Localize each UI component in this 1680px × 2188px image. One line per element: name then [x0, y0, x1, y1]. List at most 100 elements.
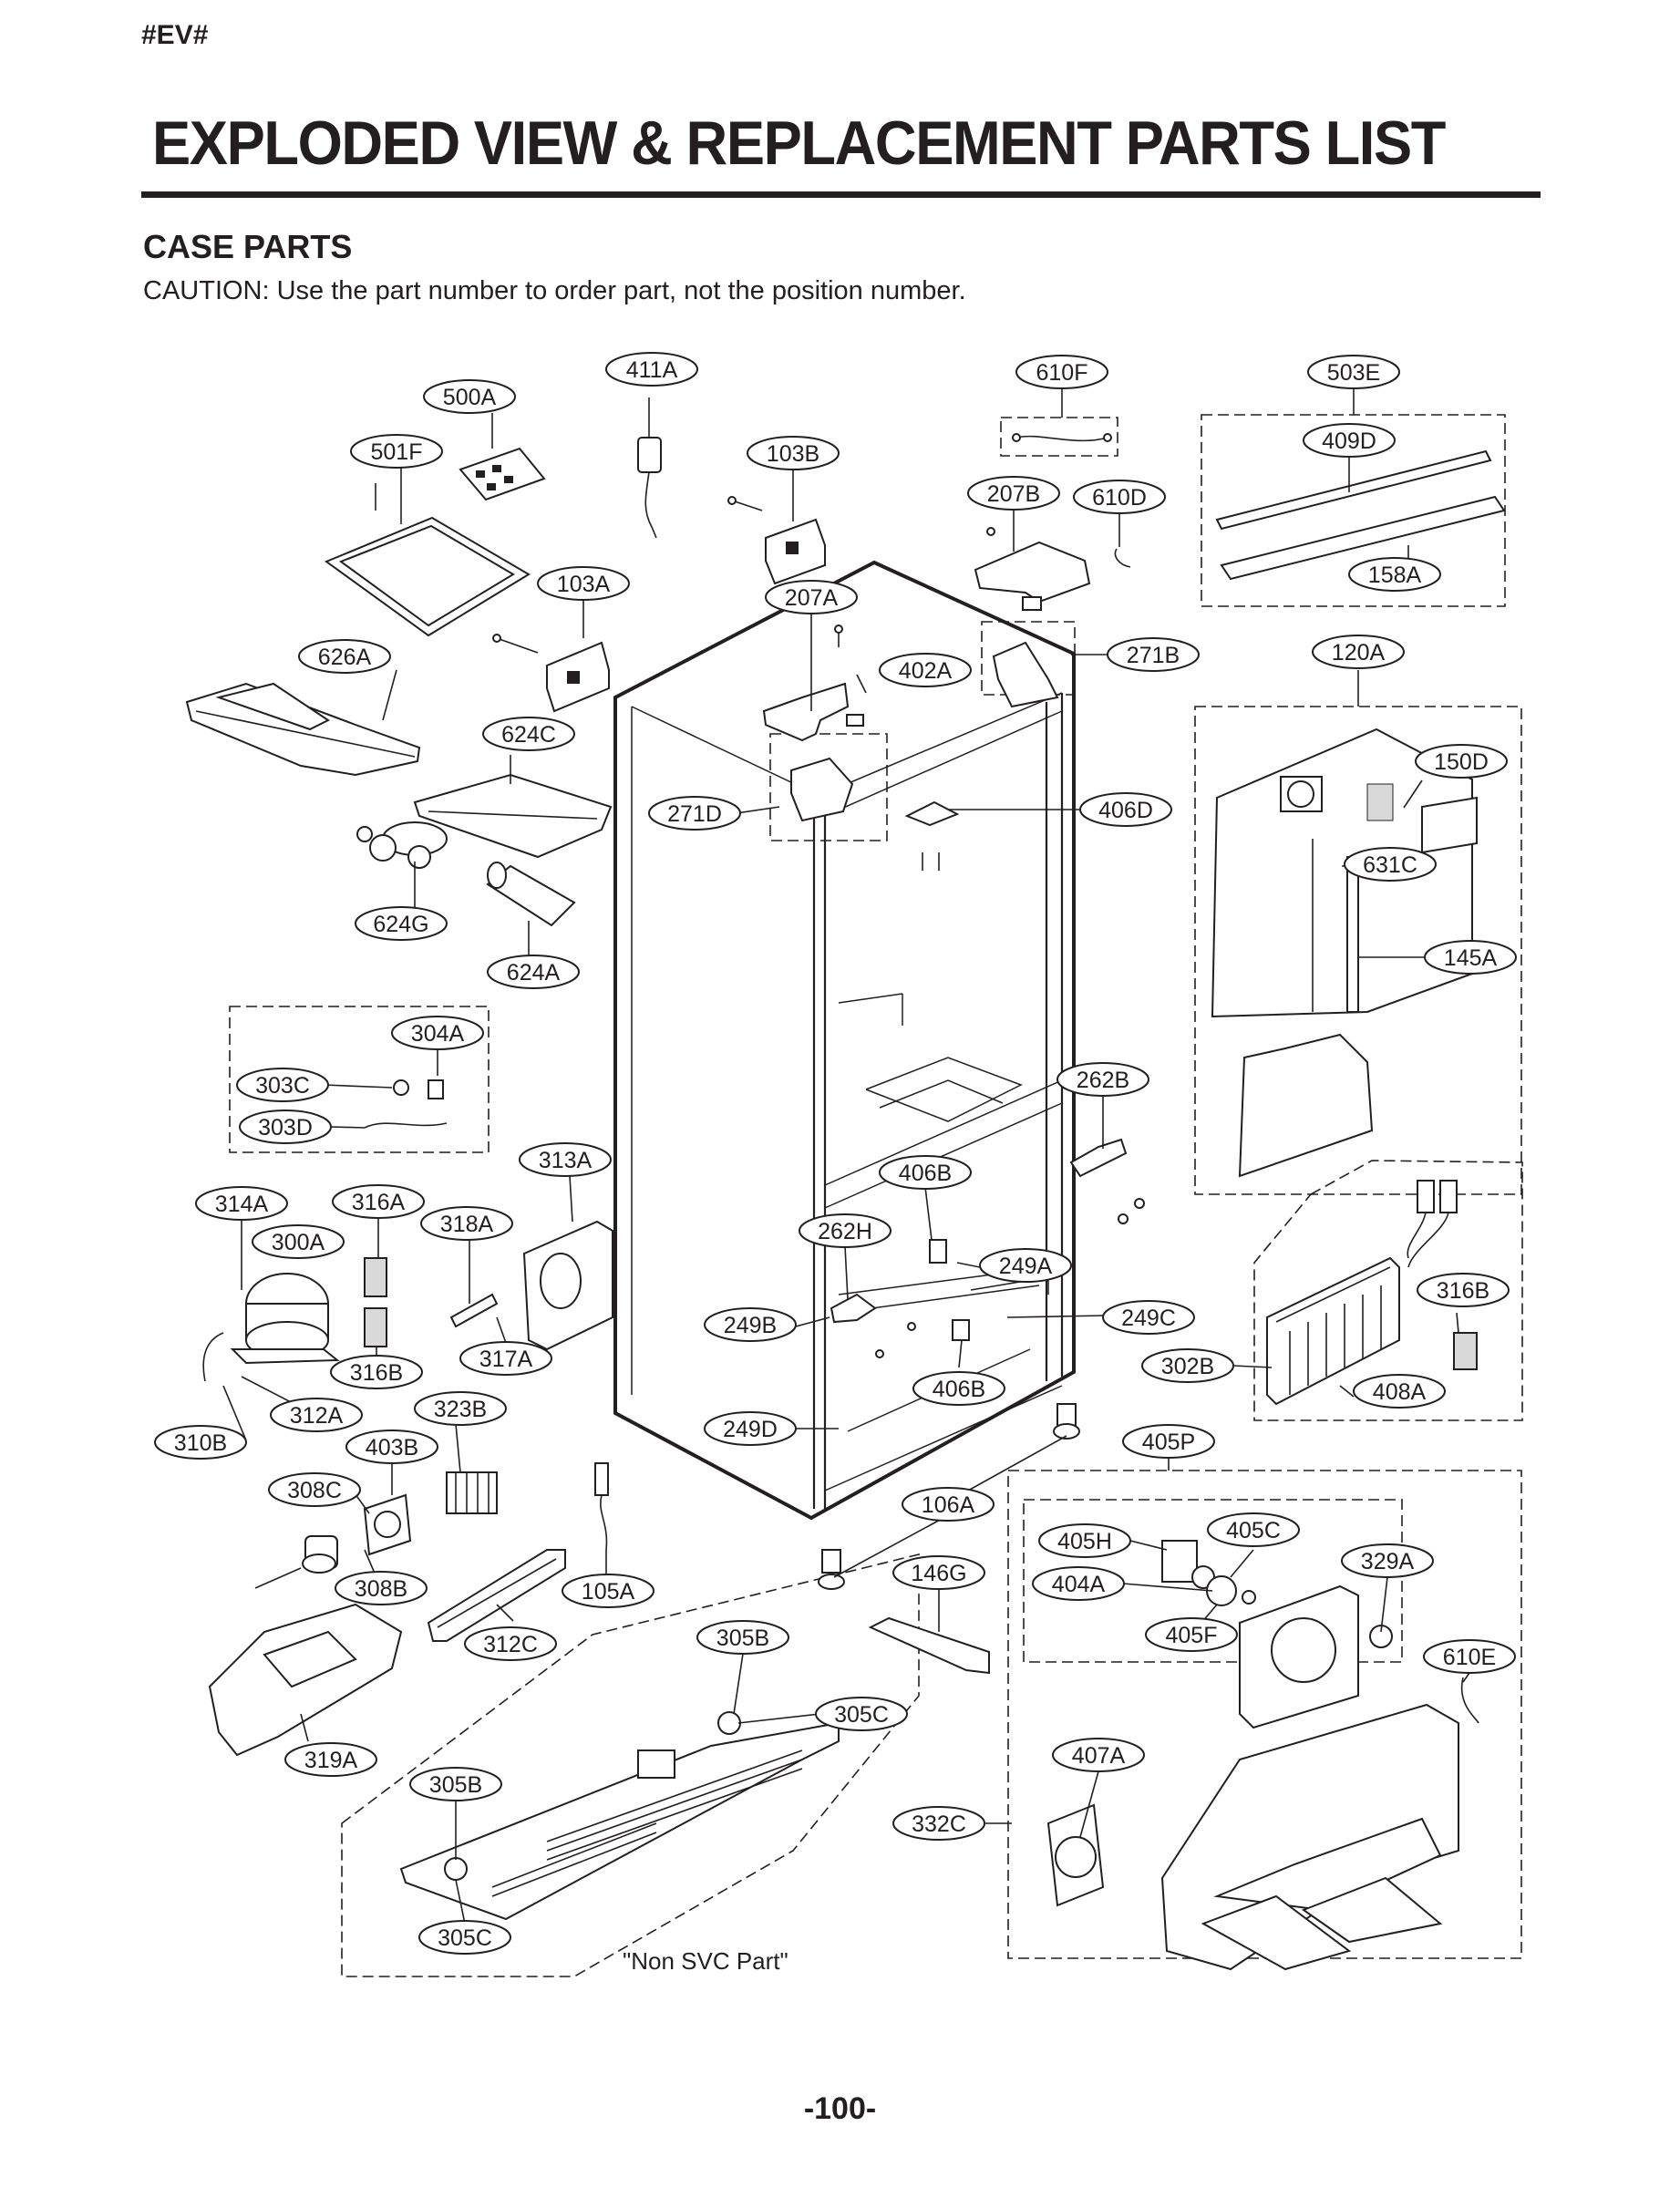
label-500A: 500A: [423, 379, 516, 414]
part-500A-pcb: [459, 447, 546, 501]
svg-text:308B: 308B: [355, 1576, 407, 1602]
svg-text:262H: 262H: [818, 1219, 872, 1244]
part-120A-rear-panel: [1211, 728, 1478, 1178]
label-318A: 318A: [420, 1206, 513, 1241]
svg-text:409D: 409D: [1322, 428, 1376, 454]
svg-text:406D: 406D: [1098, 798, 1153, 823]
label-106A: 106A: [902, 1487, 995, 1522]
label-316B-right: 316B: [1417, 1273, 1510, 1307]
svg-text:207A: 207A: [785, 585, 839, 611]
label-249A: 249A: [979, 1248, 1072, 1283]
svg-text:316B: 316B: [350, 1360, 403, 1386]
part-207A-271D-hinges: [762, 624, 864, 822]
label-249B: 249B: [704, 1307, 797, 1342]
label-405F: 405F: [1145, 1617, 1238, 1652]
svg-text:403B: 403B: [366, 1435, 418, 1460]
label-329A: 329A: [1341, 1543, 1434, 1578]
part-207B-housing: [974, 527, 1091, 604]
part-310B-tube: [202, 1332, 224, 1382]
label-402A: 402A: [879, 653, 972, 687]
part-305-base-plate: [399, 1711, 840, 1921]
label-150D: 150D: [1415, 744, 1508, 779]
caution-note: CAUTION: Use the part number to order pa…: [143, 276, 966, 305]
label-120A: 120A: [1312, 635, 1405, 669]
svg-text:146G: 146G: [911, 1561, 966, 1586]
svg-text:411A: 411A: [626, 357, 678, 383]
svg-text:305C: 305C: [834, 1702, 889, 1728]
label-262H: 262H: [799, 1213, 892, 1248]
label-319A: 319A: [284, 1742, 377, 1777]
svg-text:407A: 407A: [1072, 1743, 1126, 1769]
part-300A-compressor: [230, 1273, 340, 1365]
label-409D: 409D: [1303, 423, 1396, 458]
label-610F: 610F: [1015, 355, 1108, 389]
group-box-271B: [981, 621, 1076, 696]
label-308C: 308C: [268, 1472, 361, 1507]
label-314A: 314A: [195, 1186, 288, 1221]
label-158A: 158A: [1348, 557, 1441, 592]
part-308C-308B-fan-motor: [254, 1535, 338, 1589]
label-405P: 405P: [1122, 1424, 1215, 1459]
part-406B-brackets: [875, 1239, 970, 1358]
label-249D: 249D: [704, 1411, 797, 1446]
svg-text:318A: 318A: [440, 1212, 494, 1237]
svg-text:313A: 313A: [539, 1148, 593, 1173]
svg-text:624C: 624C: [501, 722, 556, 748]
svg-text:610F: 610F: [1036, 360, 1088, 386]
label-406B-top: 406B: [879, 1155, 972, 1190]
part-316B-right-clip: [1453, 1332, 1478, 1370]
svg-text:323B: 323B: [434, 1397, 487, 1422]
svg-text:207B: 207B: [987, 481, 1040, 507]
label-262B: 262B: [1056, 1062, 1149, 1097]
part-103B-bracket: [727, 496, 826, 585]
svg-text:249A: 249A: [999, 1254, 1053, 1279]
part-501F-cover: [324, 483, 531, 637]
page-title: EXPLODED VIEW & REPLACEMENT PARTS LIST: [152, 108, 1446, 178]
label-305C-bottom: 305C: [418, 1920, 511, 1955]
label-323B: 323B: [414, 1391, 507, 1426]
label-145A: 145A: [1424, 940, 1517, 975]
svg-text:312C: 312C: [483, 1632, 538, 1657]
part-409D-158A-trim: [1215, 449, 1506, 581]
svg-text:120A: 120A: [1332, 640, 1386, 666]
part-329A-fan-housing: [1239, 1584, 1393, 1729]
svg-text:405H: 405H: [1057, 1529, 1112, 1554]
svg-text:312A: 312A: [290, 1403, 344, 1429]
svg-text:329A: 329A: [1361, 1549, 1415, 1574]
label-105A: 105A: [562, 1574, 654, 1608]
label-103B: 103B: [747, 436, 840, 470]
svg-text:501F: 501F: [371, 439, 423, 465]
svg-text:262B: 262B: [1077, 1068, 1129, 1093]
label-146G: 146G: [892, 1555, 985, 1590]
label-411A: 411A: [605, 352, 698, 387]
svg-text:305B: 305B: [429, 1772, 482, 1798]
svg-text:271D: 271D: [667, 801, 722, 827]
svg-text:626A: 626A: [318, 645, 372, 670]
title-underline: [141, 191, 1541, 198]
group-box-405H: [1023, 1499, 1403, 1663]
label-624G: 624G: [355, 906, 448, 941]
label-624C: 624C: [482, 717, 575, 751]
svg-text:610E: 610E: [1443, 1645, 1496, 1670]
document-code: #EV#: [141, 20, 209, 50]
svg-text:319A: 319A: [304, 1748, 358, 1773]
label-405C: 405C: [1207, 1512, 1300, 1547]
label-305B-top: 305B: [696, 1620, 789, 1655]
svg-text:503E: 503E: [1327, 360, 1380, 386]
label-310B: 310B: [154, 1425, 247, 1460]
label-610E: 610E: [1423, 1639, 1516, 1674]
svg-text:249C: 249C: [1121, 1306, 1176, 1331]
part-262B-262H-hinges: [830, 1138, 1145, 1324]
svg-text:300A: 300A: [272, 1230, 325, 1255]
part-610E-wire: [1460, 1677, 1479, 1724]
svg-text:303D: 303D: [258, 1115, 313, 1140]
svg-text:402A: 402A: [899, 658, 953, 684]
part-318A-sensor: [449, 1240, 499, 1328]
label-404A: 404A: [1032, 1566, 1125, 1601]
label-207A: 207A: [765, 580, 858, 614]
svg-text:103A: 103A: [557, 572, 611, 597]
label-316B-left: 316B: [330, 1355, 423, 1389]
part-103A-bracket: [492, 634, 610, 713]
group-box-304A: [229, 1006, 490, 1153]
